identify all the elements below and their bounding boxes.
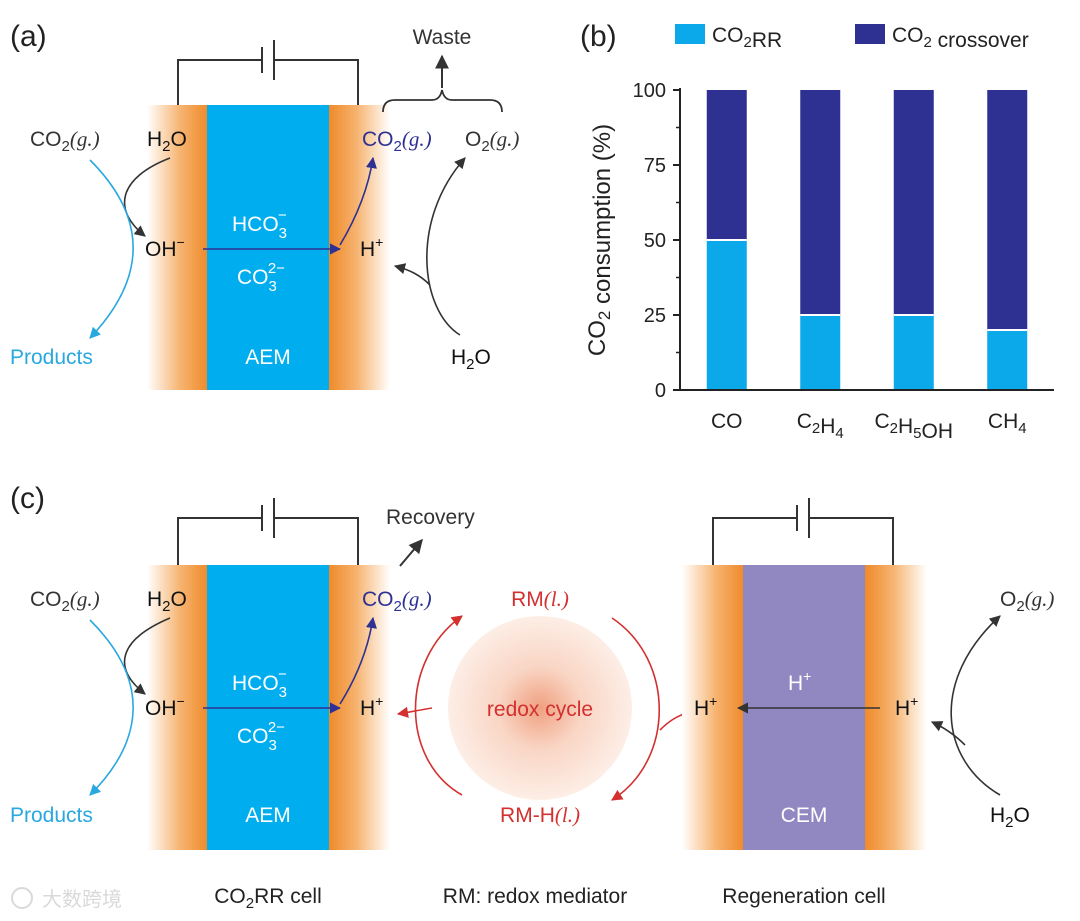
recovery-label: Recovery	[386, 506, 475, 529]
y-tick-label: 50	[644, 230, 666, 252]
cathode-electrode	[147, 105, 208, 390]
external-circuit-wire	[177, 59, 359, 105]
y-tick-label: 75	[644, 155, 666, 177]
y-tick-label: 100	[633, 80, 666, 102]
bicarbonate-label-c: HCO3−	[232, 666, 287, 701]
bar-crossover-c2h4	[800, 90, 841, 315]
y-axis-label: CO2 consumption (%)	[584, 124, 616, 356]
panel-a: (a) Waste CO2(g.) H2O OH− HCO3− CO32− AE…	[10, 20, 519, 390]
proton-label-regen-left: H+	[694, 693, 717, 720]
watermark-logo-icon	[11, 887, 33, 909]
products-label-c: Products	[10, 804, 93, 827]
battery-icon-regen	[796, 498, 810, 538]
recovery-arrow	[399, 538, 423, 567]
co2-gas-input: CO2(g.)	[30, 127, 100, 155]
panel-label-a: (a)	[10, 20, 47, 53]
waste-label: Waste	[413, 26, 472, 49]
carbonate-label: CO32−	[237, 260, 285, 295]
proton-release-arrow	[393, 263, 431, 286]
redox-cycle-label: redox cycle	[487, 698, 593, 721]
bar-co2rr-co	[706, 240, 747, 390]
watermark-text: 大数跨境	[42, 888, 122, 911]
water-label-left-c: H2O	[147, 588, 187, 615]
hydroxide-label-c: OH−	[145, 693, 185, 720]
legend-swatch-co2rr	[675, 24, 705, 44]
legend-label-crossover: CO2 crossover	[892, 24, 1029, 52]
bar-crossover-c2h5oh	[893, 90, 934, 315]
x-tick-label: C2H4	[797, 410, 844, 442]
products-label: Products	[10, 346, 93, 369]
regen-circuit-wire	[712, 517, 894, 565]
legend-swatch-crossover	[855, 24, 885, 44]
products-arrow-c	[89, 619, 134, 796]
carbonate-label-c: CO32−	[237, 719, 285, 754]
external-circuit-wire-c	[177, 517, 359, 565]
co2-gas-output-c: CO2(g.)	[362, 587, 432, 615]
o2-gas-output-c: O2(g.)	[1000, 587, 1054, 615]
redox-proton-arrow-left	[396, 706, 433, 718]
proton-label: H+	[360, 234, 383, 261]
aem-membrane	[207, 105, 330, 390]
products-arrow	[89, 159, 134, 339]
proton-label-cem: H+	[788, 668, 811, 695]
watermark: 大数跨境	[11, 887, 122, 911]
redox-arrow-left	[414, 615, 463, 796]
co2-gas-output: CO2(g.)	[362, 127, 432, 155]
rm-oxidized-label: RM(l.)	[511, 587, 569, 611]
x-tick-label: CH4	[988, 410, 1027, 437]
legend-label-co2rr: CO2RR	[712, 24, 782, 52]
bar-co2rr-ch4	[987, 330, 1028, 390]
co2-gas-input-c: CO2(g.)	[30, 587, 100, 615]
redox-cycle-glow	[448, 616, 632, 800]
cem-label: CEM	[781, 804, 828, 827]
battery-icon-c	[261, 498, 275, 538]
caption-redox-mediator: RM: redox mediator	[443, 885, 627, 908]
co2-release-arrow-c	[339, 616, 377, 705]
proton-label-regen-right: H+	[895, 693, 918, 720]
proton-label-c: H+	[360, 693, 383, 720]
rm-reduced-label: RM-H(l.)	[500, 803, 580, 827]
water-oxidation-arrow	[426, 157, 466, 336]
bar-crossover-co	[706, 90, 747, 240]
hydroxide-label: OH−	[145, 234, 185, 261]
bar-co2rr-c2h5oh	[893, 315, 934, 390]
cathode-electrode-c	[147, 565, 208, 850]
regen-cathode	[682, 565, 744, 850]
redox-arrow-right	[611, 617, 661, 801]
bar-co2rr-c2h4	[800, 315, 841, 390]
waste-brace	[382, 89, 503, 113]
panel-c: (c) Recovery CO2(g.) H2O OH− HCO3− CO32−…	[10, 482, 1054, 912]
aem-label-c: AEM	[245, 804, 291, 827]
x-tick-label: CO	[711, 410, 743, 433]
battery-icon	[261, 40, 275, 80]
water-oxidation-arrow-c	[950, 615, 1001, 796]
water-label-left: H2O	[147, 128, 187, 155]
caption-co2rr-cell: CO2RR cell	[214, 885, 322, 912]
caption-regeneration-cell: Regeneration cell	[722, 885, 885, 908]
water-to-hydroxide-arrow	[123, 157, 171, 237]
panel-label-b: (b)	[580, 20, 617, 53]
bar-crossover-ch4	[987, 90, 1028, 330]
proton-release-arrow-c	[930, 721, 966, 746]
aem-label: AEM	[245, 346, 291, 369]
co2-release-arrow	[339, 156, 377, 246]
water-label-right-c: H2O	[990, 804, 1030, 831]
y-tick-label: 0	[655, 380, 666, 402]
o2-gas-output: O2(g.)	[465, 127, 519, 155]
x-tick-label: C2H5OH	[874, 410, 953, 443]
water-label-right: H2O	[451, 346, 491, 373]
y-tick-label: 25	[644, 305, 666, 327]
water-to-hydroxide-arrow-c	[123, 617, 171, 695]
bicarbonate-label: HCO3−	[232, 207, 287, 242]
panel-label-c: (c)	[10, 482, 45, 515]
